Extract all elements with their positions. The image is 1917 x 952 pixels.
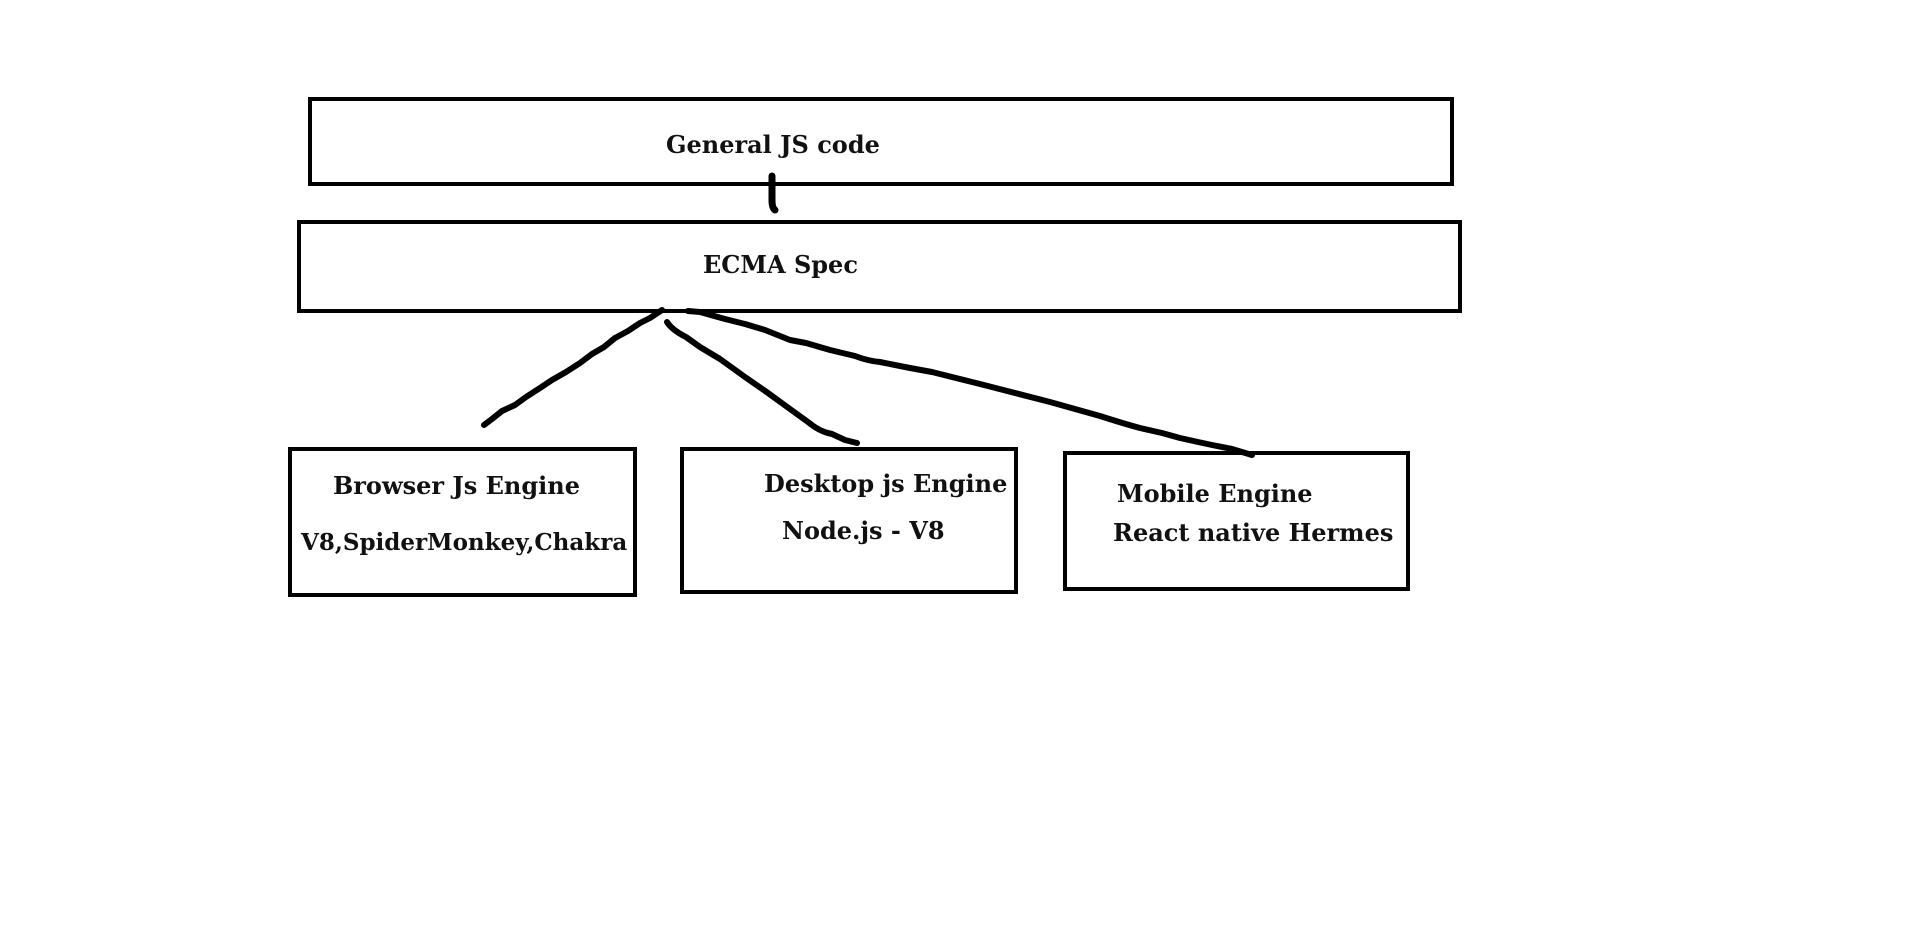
browser-engine-box	[288, 447, 637, 597]
desktop-engine-title: Desktop js Engine	[764, 469, 1008, 498]
desktop-engine-detail: Node.js - V8	[782, 516, 945, 545]
connector-ecma-to-mobile	[685, 308, 1255, 458]
ecma-spec-box	[297, 220, 1462, 313]
mobile-engine-detail: React native Hermes	[1113, 518, 1394, 547]
connector-ecma-to-browser	[481, 307, 665, 428]
connector-ecma-to-desktop	[664, 319, 860, 446]
mobile-engine-title: Mobile Engine	[1117, 479, 1313, 508]
general-js-code-box	[308, 97, 1454, 186]
browser-engine-detail: V8,SpiderMonkey,Chakra	[301, 529, 628, 556]
general-js-code-label: General JS code	[666, 130, 880, 159]
browser-engine-title: Browser Js Engine	[333, 471, 580, 500]
ecma-spec-label: ECMA Spec	[703, 250, 858, 279]
